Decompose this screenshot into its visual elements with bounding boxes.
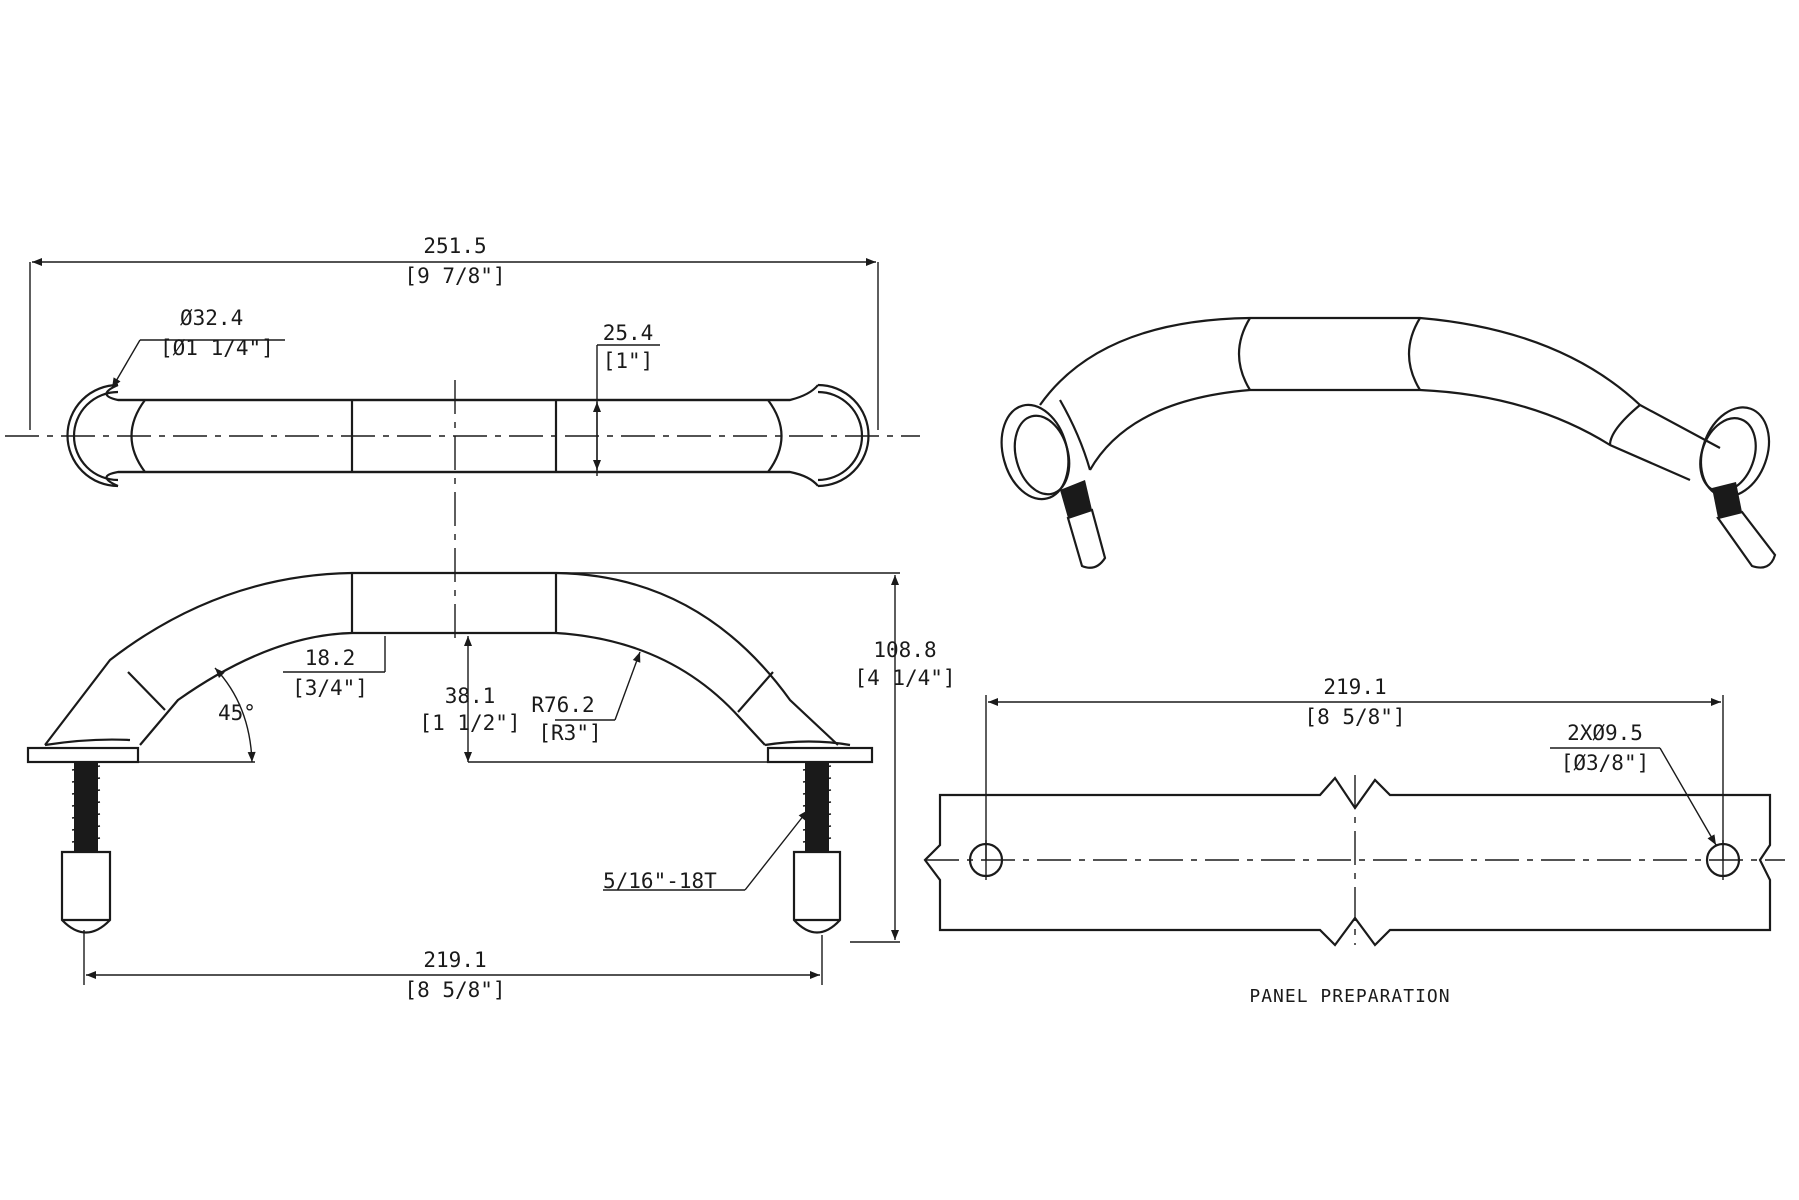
height-inch-label: [4 1/4"] [854,666,955,690]
isometric-view [1000,316,1777,569]
diameter-label: Ø32.4 [180,306,243,330]
panel-preparation-view: 219.1 [8 5/8"] 2XØ9.5 [Ø3/8"] PANEL PREP… [923,675,1785,1007]
left-screw [60,762,112,934]
offset-a-inch-label: [3/4"] [292,676,368,700]
radius-inch-label: [R3"] [538,721,601,745]
height-label: 108.8 [873,638,936,662]
radius-label: R76.2 [531,693,594,717]
offset-a-label: 18.2 [305,646,356,670]
panel-preparation-caption: PANEL PREPARATION [1249,986,1450,1007]
diameter-inch-label: [Ø1 1/4"] [160,336,274,360]
top-view: 251.5 [9 7/8"] Ø32.4 [Ø1 1/4"] 25.4 [1"] [5,234,920,640]
hole-spec-label: 2XØ9.5 [1567,721,1643,745]
angle-label: 45° [218,701,256,725]
right-screw [792,762,842,934]
panel-center-to-center-inch-label: [8 5/8"] [1304,705,1405,729]
section-width-label: 25.4 [603,321,654,345]
hole-spec-inch-label: [Ø3/8"] [1561,751,1650,775]
overall-length-inch-label: [9 7/8"] [404,264,505,288]
thread-label: 5/16"-18T [603,869,717,893]
center-to-center-inch-label: [8 5/8"] [404,978,505,1002]
clearance-inch-label: [1 1/2"] [419,711,520,735]
clearance-label: 38.1 [445,684,496,708]
front-view: 18.2 [3/4"] 45° 38.1 [1 1/2"] R76.2 [R3"… [26,571,956,1002]
panel-center-to-center-label: 219.1 [1323,675,1386,699]
overall-length-label: 251.5 [423,234,486,258]
center-to-center-label: 219.1 [423,948,486,972]
section-width-inch-label: [1"] [603,349,654,373]
